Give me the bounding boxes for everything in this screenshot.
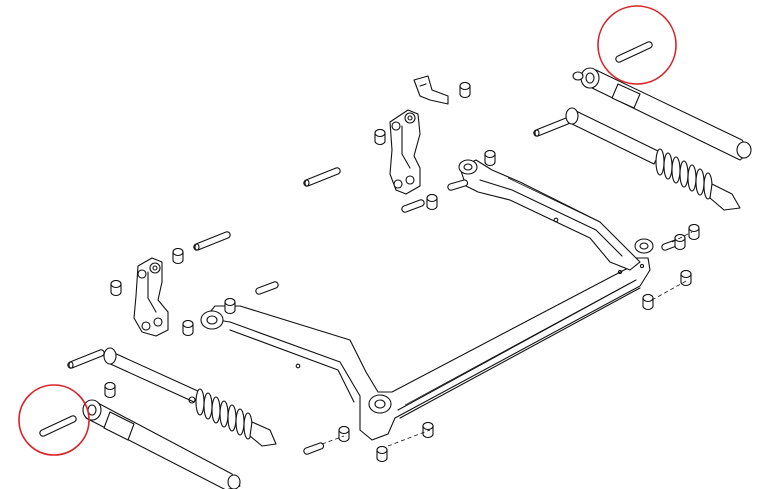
center-bracket: [389, 109, 421, 195]
left-hydraulic-cylinder: [82, 399, 241, 489]
dashed-guide-lines: [321, 231, 693, 447]
highlight-circle-bottom-left: [18, 384, 90, 456]
highlighted-pin-bottom-left: [39, 415, 77, 437]
left-bracket: [133, 257, 169, 337]
top-plate-bracket: [413, 75, 449, 105]
loose-pins: [67, 117, 683, 455]
highlight-circle-top-right: [597, 5, 677, 85]
highlighted-pin-top-right: [615, 41, 653, 63]
right-bellows: [655, 148, 713, 200]
right-shock-absorber: [565, 107, 741, 211]
left-bellows: [195, 388, 253, 440]
left-shock-absorber: [103, 347, 277, 447]
axle-frame: [200, 159, 654, 441]
right-hydraulic-cylinder: [572, 67, 752, 161]
